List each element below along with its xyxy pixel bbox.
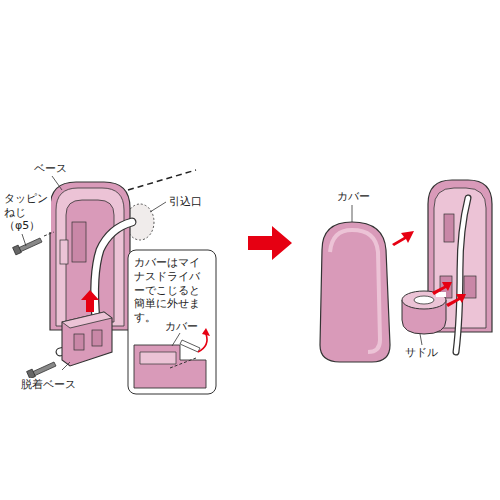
detachable-base <box>62 312 112 366</box>
saddle-part <box>402 291 446 309</box>
callout-box: カバーはマイナスドライバーでこじると簡単に外せます。 <box>131 253 213 328</box>
inset-detail <box>134 328 210 388</box>
base-part <box>50 182 130 330</box>
saddle-part <box>414 296 434 304</box>
saddle-part <box>420 334 422 345</box>
cable <box>456 198 468 352</box>
detachable-base <box>92 330 102 346</box>
move-arrow <box>446 294 466 307</box>
part-name: 引込口 <box>168 195 203 208</box>
base-part <box>60 240 68 264</box>
base-part <box>50 182 130 330</box>
base-part <box>66 200 114 322</box>
base-part <box>464 276 476 298</box>
cover-part <box>320 222 390 362</box>
inset-detail <box>134 345 206 388</box>
inset-detail <box>198 334 207 352</box>
detachable-base <box>74 334 84 350</box>
part-name: カバー <box>164 320 199 333</box>
cover-part <box>330 230 380 352</box>
step-arrow <box>248 226 292 260</box>
tapping-screw <box>32 362 56 376</box>
base-part <box>56 188 124 326</box>
tapping-screw <box>27 362 56 379</box>
cable <box>456 198 468 352</box>
part-name: 脱着ベース <box>20 378 77 391</box>
leader-line <box>150 202 166 212</box>
callout-frame <box>128 250 216 394</box>
move-arrow <box>432 282 452 295</box>
inset-detail <box>202 328 210 336</box>
tapping-screw <box>13 232 54 255</box>
part-name: サドル <box>404 346 439 359</box>
base-part <box>72 222 86 262</box>
inset-detail <box>140 352 176 364</box>
tapping-screw <box>44 232 54 236</box>
move-arrow <box>432 282 466 307</box>
cover-part <box>320 205 390 362</box>
cable <box>456 198 468 352</box>
part-name: カバー <box>336 190 371 203</box>
step-arrow <box>248 226 292 260</box>
inset-detail <box>180 340 200 352</box>
part-name: ベース <box>33 162 68 175</box>
move-arrow <box>392 231 414 246</box>
leader-line <box>62 362 70 370</box>
saddle-part <box>402 291 446 345</box>
leader-line <box>22 234 26 246</box>
wall-line <box>128 170 196 190</box>
inset-detail <box>170 358 196 368</box>
tapping-screw <box>13 245 22 255</box>
detachable-base <box>62 312 112 328</box>
callout-frame <box>128 250 216 394</box>
tapping-screw <box>18 238 42 252</box>
move-arrow <box>81 290 99 312</box>
wall-line <box>128 170 196 190</box>
inset-detail <box>172 333 180 346</box>
callout-note: カバーはマイナスドライバーでこじると簡単に外せます。 <box>134 256 210 325</box>
detachable-base <box>62 312 112 366</box>
move-arrow <box>392 231 414 246</box>
leader-line <box>52 176 62 190</box>
move-arrow <box>81 290 99 312</box>
part-name: タッピンねじ（φ5） <box>3 192 51 232</box>
base-part <box>444 214 454 242</box>
cover-part <box>352 205 353 222</box>
